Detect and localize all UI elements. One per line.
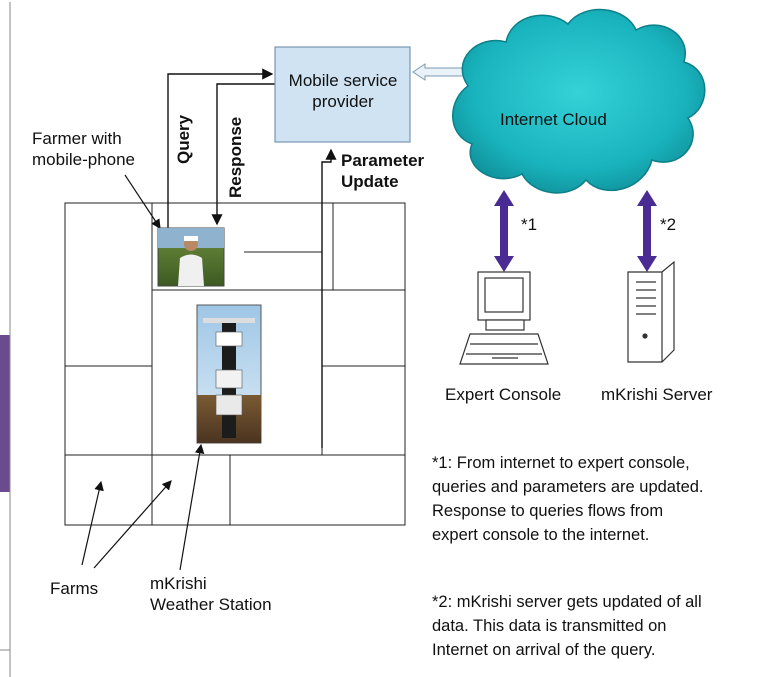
- query-label: Query: [174, 114, 193, 164]
- note-1-line: Response to queries flows from: [432, 502, 664, 520]
- parameter-label-line1: Parameter: [341, 151, 425, 170]
- internet-cloud: [452, 8, 706, 194]
- provider-label-line1: Mobile service: [288, 71, 398, 90]
- farms-pointer-b: [93, 480, 172, 569]
- note-2: *2: mKrishi server gets updated of all d…: [432, 590, 757, 662]
- station-label: mKrishi Weather Station: [150, 573, 272, 616]
- weather-station-photo: [196, 304, 262, 444]
- note-1: *1: From internet to expert console, que…: [432, 451, 757, 547]
- note-1-line: *1: From internet to expert console,: [432, 454, 690, 472]
- link2-label: *2: [660, 215, 677, 234]
- response-line: [211, 83, 275, 226]
- farms-label: Farms: [50, 579, 99, 598]
- provider-box: [274, 46, 411, 143]
- station-label-line1: mKrishi: [150, 574, 207, 593]
- farms-pointer-a: [81, 480, 104, 566]
- parameter-update-line: [321, 148, 337, 448]
- provider-label-line2: provider: [312, 92, 374, 112]
- query-line: [167, 68, 274, 228]
- note-1-line: queries and parameters are updated.: [432, 478, 704, 496]
- farm-grid: [64, 202, 406, 526]
- link-arrow-1: [494, 190, 514, 272]
- note-2-line: *2: mKrishi server gets updated of all: [432, 593, 702, 611]
- expert-console-icon: [459, 271, 549, 365]
- server-icon: [627, 260, 675, 363]
- note-2-line: Internet on arrival of the query.: [432, 641, 656, 659]
- note-2-line: data. This data is transmitted on: [432, 617, 667, 635]
- station-label-line2: Weather Station: [150, 595, 272, 615]
- link1-label: *1: [521, 215, 538, 234]
- side-accent-bar: [0, 335, 10, 492]
- note-1-line: expert console to the internet.: [432, 526, 650, 544]
- parameter-label-line2: Update: [341, 172, 399, 192]
- farmer-label: Farmer with mobile-phone: [32, 128, 135, 171]
- farmer-photo: [157, 227, 225, 287]
- server-label: mKrishi Server: [601, 385, 713, 404]
- parameter-update-label: Parameter Update: [341, 150, 424, 193]
- cloud-label: Internet Cloud: [500, 110, 607, 129]
- expert-console-label: Expert Console: [445, 385, 562, 404]
- response-label: Response: [226, 116, 245, 198]
- farmer-label-line1: Farmer with: [32, 129, 122, 148]
- farmer-pointer: [124, 174, 161, 230]
- provider-label: Mobile service provider: [280, 70, 406, 113]
- farmer-label-line2: mobile-phone: [32, 150, 136, 170]
- station-pointer: [179, 443, 205, 571]
- link-arrow-2: [637, 190, 657, 272]
